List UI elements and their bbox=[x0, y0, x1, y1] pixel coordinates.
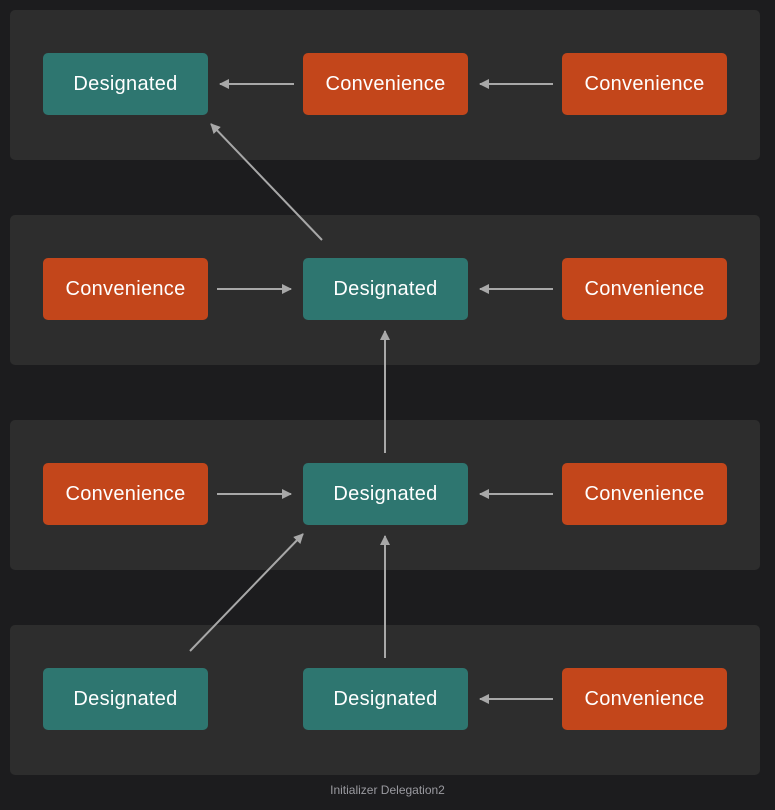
node-convenience: Convenience bbox=[562, 53, 727, 115]
node-designated: Designated bbox=[303, 463, 468, 525]
node-convenience: Convenience bbox=[562, 463, 727, 525]
node-designated: Designated bbox=[303, 668, 468, 730]
node-convenience: Convenience bbox=[562, 668, 727, 730]
node-convenience: Convenience bbox=[562, 258, 727, 320]
node-designated: Designated bbox=[43, 53, 208, 115]
diagram-caption: Initializer Delegation2 bbox=[330, 783, 445, 797]
node-designated: Designated bbox=[303, 258, 468, 320]
node-convenience: Convenience bbox=[43, 463, 208, 525]
node-designated: Designated bbox=[43, 668, 208, 730]
node-convenience: Convenience bbox=[43, 258, 208, 320]
node-convenience: Convenience bbox=[303, 53, 468, 115]
